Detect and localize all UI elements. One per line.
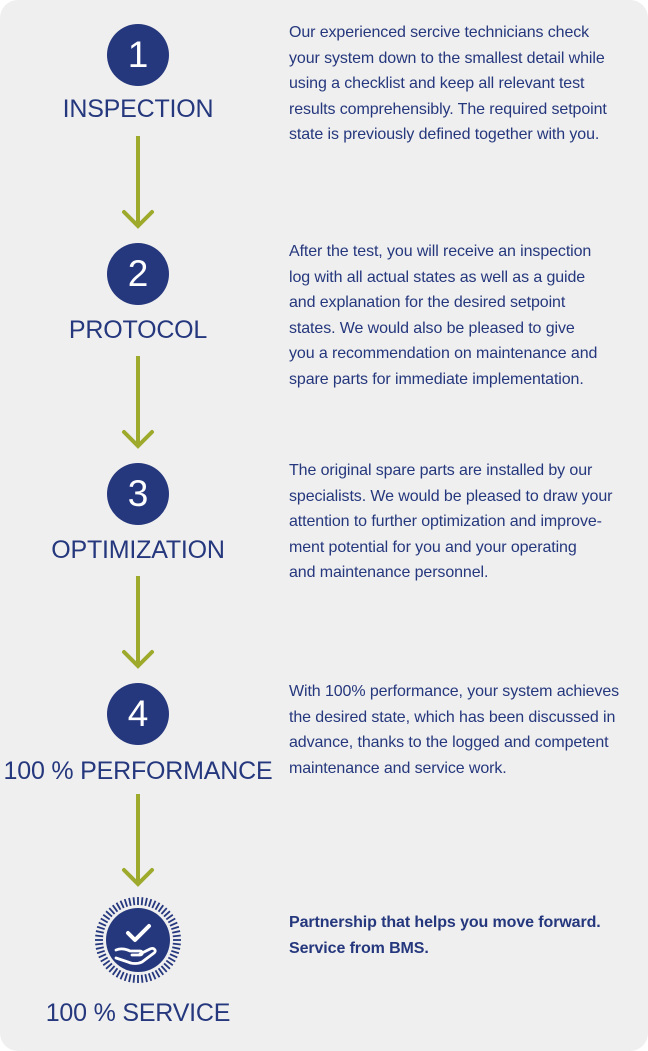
down-arrow-icon: [122, 576, 154, 669]
step-1-description: Our experienced sercive technicians chec…: [289, 24, 607, 143]
step-1-number-badge: 1: [107, 24, 169, 86]
step-4-description: With 100% performance, your system achie…: [289, 683, 620, 777]
step-3-title: OPTIMIZATION: [51, 536, 225, 564]
step-1-title: INSPECTION: [62, 95, 214, 123]
step-2-number-badge: 2: [107, 243, 169, 305]
hand-checkmark-badge-icon: [95, 897, 181, 983]
step-2-description: After the test, you will receive an insp…: [289, 243, 598, 388]
step-3-number-badge: 3: [107, 463, 169, 525]
step-2-title: PROTOCOL: [68, 316, 208, 344]
down-arrow-icon: [122, 794, 154, 887]
down-arrow-icon: [122, 356, 154, 449]
step-3-description: The original spare parts are installed b…: [289, 462, 613, 581]
step-5-title: 100 % SERVICE: [45, 999, 231, 1027]
step-4-title: 100 % PERFORMANCE: [3, 757, 273, 785]
down-arrow-icon: [122, 136, 154, 229]
step-4-number-badge: 4: [107, 683, 169, 745]
step-5-description: Partnership that helps you move forward.…: [289, 914, 601, 957]
